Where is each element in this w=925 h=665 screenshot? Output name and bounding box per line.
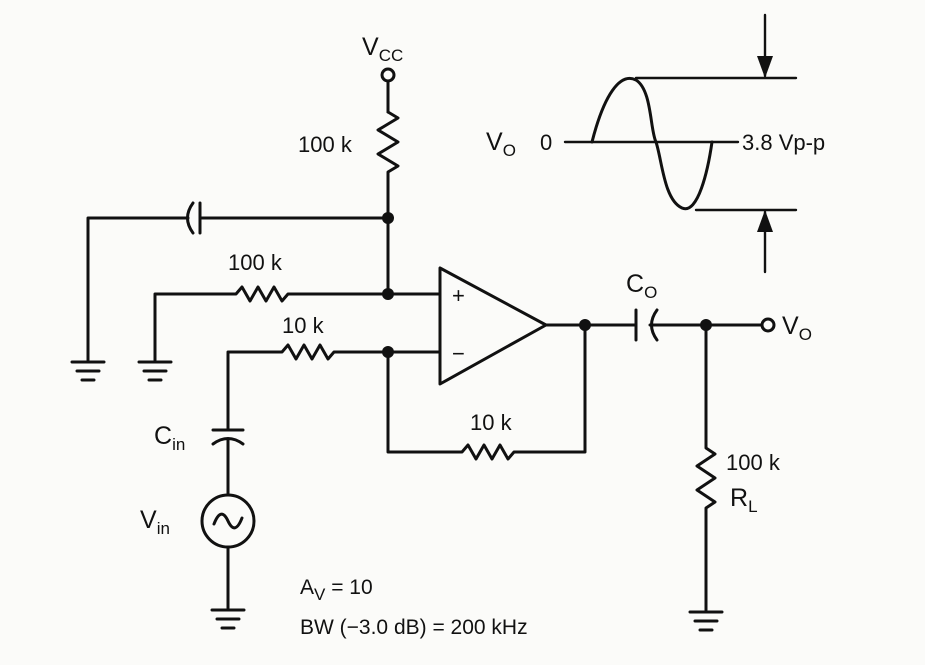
vcc-terminal [380,67,396,114]
input-resistor-label: 10 k [282,313,325,338]
vin-label: Vin [140,506,170,538]
bias-resistor-label: 100 k [228,250,283,275]
noninverting-input-sign: + [452,283,465,308]
input-resistor [226,343,442,432]
input-capacitor-label: Cin [154,422,185,454]
bypass-wire [86,216,390,362]
op-amp: + − [438,266,548,386]
ground-symbol-source [210,608,246,630]
ground-symbol-bypass [70,360,106,382]
output-waveform [563,13,798,274]
gain-spec: AV = 10 [300,576,373,604]
input-capacitor [211,428,245,497]
load-resistor-value: 100 k [726,450,781,475]
supply-resistor [376,110,400,220]
signal-source [200,493,256,610]
waveform-zero-label: 0 [540,130,552,155]
waveform-amplitude-label: 3.8 Vp-p [742,130,825,155]
supply-resistor-label: 100 k [298,132,353,157]
feedback-resistor [386,323,587,461]
ground-symbol-load [688,610,724,632]
arrow-top-head [757,56,773,78]
output-capacitor [634,308,659,342]
vcc-label: VCC [362,33,403,65]
load-resistor-name: RL [730,484,758,516]
vout-label: VO [782,312,812,344]
vout-terminal [760,317,776,333]
ground-symbol-bias [137,360,173,382]
arrow-bottom-head [757,210,773,232]
sine-wave [590,77,714,211]
output-capacitor-label: CO [626,270,657,302]
waveform-vout-label: VO [486,128,516,160]
bandwidth-spec: BW (−3.0 dB) = 200 kHz [300,616,528,639]
load-resistor [695,323,717,612]
noninv-wire [386,216,442,296]
feedback-resistor-label: 10 k [470,410,513,435]
inverting-input-sign: − [452,341,465,366]
bypass-capacitor [186,201,202,235]
bias-resistor [153,285,390,362]
